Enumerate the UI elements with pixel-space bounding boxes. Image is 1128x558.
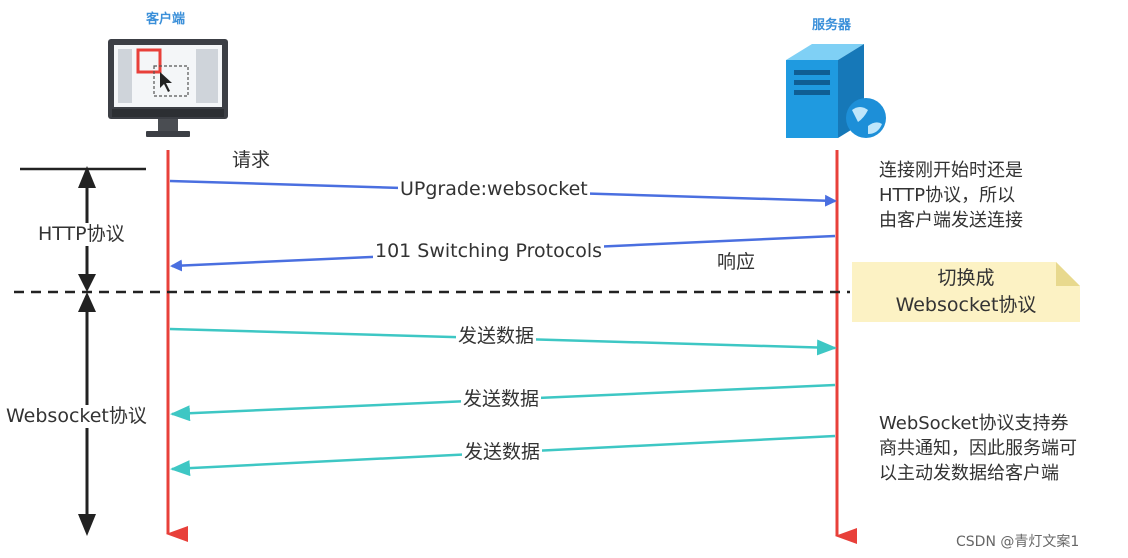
http-note-line-2: HTTP协议，所以 xyxy=(879,185,1016,206)
http-note-line-1: 连接刚开始时还是 xyxy=(879,160,1023,181)
client-title: 客户端 xyxy=(146,12,186,27)
http-phase-arrow-up xyxy=(78,166,96,188)
upgrade-label: UPgrade:websocket xyxy=(398,178,590,200)
send-data-label-1: 发送数据 xyxy=(456,325,537,347)
switch-note-line-1: 切换成 xyxy=(937,267,995,289)
response-label: 响应 xyxy=(717,251,756,273)
http-phase-arrow-down xyxy=(78,274,96,292)
server-icon xyxy=(786,44,886,138)
send-data-label-3: 发送数据 xyxy=(462,441,543,463)
ws-phase-arrow-up xyxy=(78,292,96,312)
switch-note-line-2: Websocket协议 xyxy=(895,294,1037,316)
send-data-label-2: 发送数据 xyxy=(461,388,542,410)
server-title: 服务器 xyxy=(812,18,852,33)
ws-phase-arrow-down xyxy=(78,514,96,536)
switching-protocols-label: 101 Switching Protocols xyxy=(373,240,605,262)
http-phase-label: HTTP协议 xyxy=(38,223,125,246)
http-note-line-3: 由客户端发送连接 xyxy=(879,210,1023,231)
ws-note-line-3: 以主动发数据给客户端 xyxy=(879,463,1059,484)
ws-note-line-2: 商共通知，因此服务端可 xyxy=(879,438,1077,459)
http-note: 连接刚开始时还是 HTTP协议，所以 由客户端发送连接 xyxy=(879,158,1023,233)
client-monitor-icon xyxy=(108,39,228,137)
ws-note-line-1: WebSocket协议支持券 xyxy=(879,413,1069,434)
websocket-phase-label: Websocket协议 xyxy=(6,405,147,428)
websocket-note: WebSocket协议支持券 商共通知，因此服务端可 以主动发数据给客户端 xyxy=(879,411,1077,486)
switch-note: 切换成 Websocket协议 xyxy=(852,265,1080,319)
request-label: 请求 xyxy=(232,149,271,171)
watermark: CSDN @青灯文案1 xyxy=(956,534,1080,550)
switch-sticky-note xyxy=(852,262,1080,322)
